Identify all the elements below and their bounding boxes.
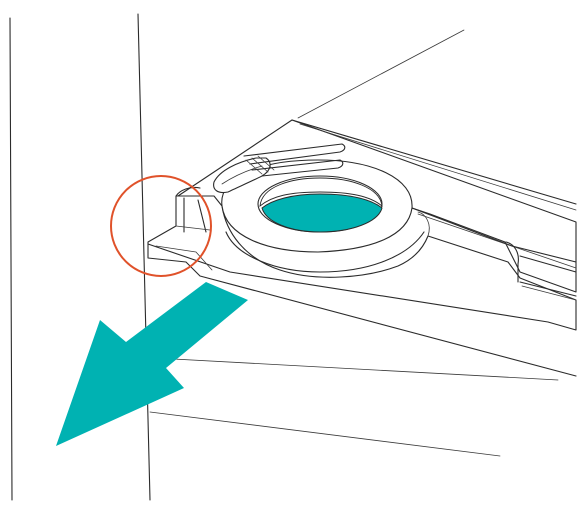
cabinet-side — [9, 13, 151, 501]
tray-body — [147, 119, 577, 377]
slider-tab — [213, 143, 346, 194]
callout-circle-highlight — [110, 175, 212, 277]
opening — [257, 175, 383, 233]
teal-arrow-down-left-icon — [56, 282, 248, 446]
back-plane — [149, 29, 559, 457]
